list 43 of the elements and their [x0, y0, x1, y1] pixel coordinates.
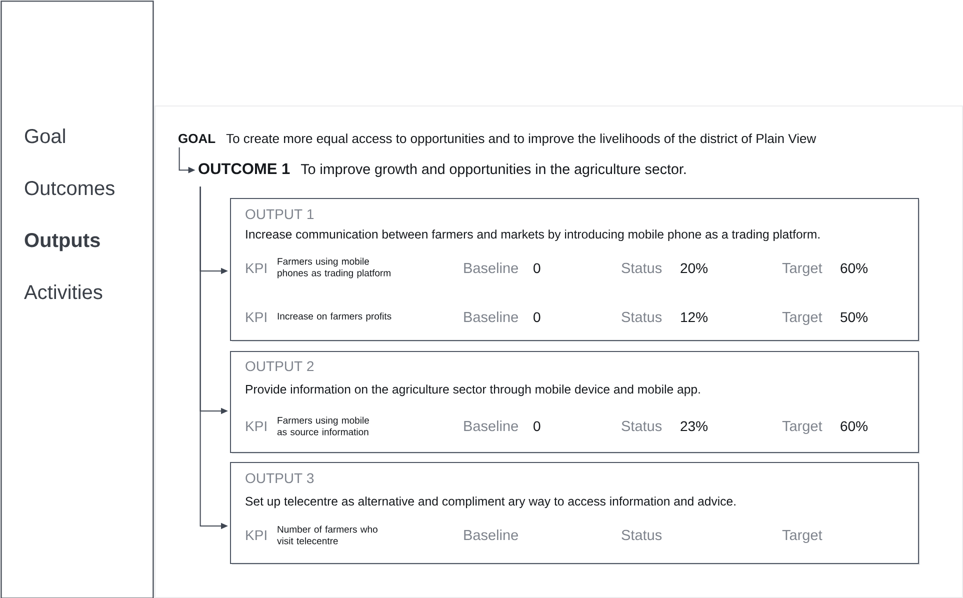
- field-value: 0: [534, 263, 540, 274]
- field-label: Baseline: [464, 420, 518, 432]
- kpi-description: Increase on farmers profits: [278, 312, 392, 322]
- field-value: 20%: [680, 263, 708, 274]
- menu-item: Activities: [24, 284, 102, 300]
- kpi-description: Farmers using mobile as source information: [277, 416, 369, 436]
- field-value: 23%: [680, 421, 708, 432]
- kpi-label: KPI: [246, 530, 266, 540]
- field-value: 60%: [840, 263, 868, 274]
- field-value: 60%: [840, 421, 868, 432]
- goal-statement: To create more equal access to opportunities and to improve the livelihoods of the district of Plain View: [226, 134, 816, 146]
- card-description: Set up telecentre as alternative and compliment ary way to access information and advice.: [246, 496, 736, 508]
- card-heading: OUTPUT 1: [246, 209, 314, 220]
- kpi-description: Farmers using mobile phones as trading platform: [278, 258, 390, 278]
- field-value: 0: [534, 421, 540, 432]
- field-value: 50%: [840, 312, 868, 322]
- field-value: 0: [534, 312, 540, 322]
- menu-item: Outputs: [24, 233, 100, 252]
- card-description: Increase communication between farmers and markets by introducing mobile phone as a trading platform.: [246, 230, 820, 242]
- field-label: Baseline: [464, 530, 518, 540]
- kpi-label: KPI: [246, 312, 266, 322]
- field-label: Target: [782, 312, 822, 326]
- field-label: Status: [622, 420, 662, 432]
- field-label: Target: [782, 530, 822, 544]
- goal-heading: GOAL: [178, 134, 216, 144]
- kpi-label: KPI: [246, 421, 266, 431]
- kpi-description: Number of farmers who visit telecentre: [277, 526, 378, 544]
- field-value: 12%: [681, 312, 708, 322]
- kpi-label: KPI: [246, 263, 266, 273]
- card-heading: OUTPUT 3: [246, 473, 314, 484]
- field-label: Baseline: [464, 262, 518, 274]
- field-label: Status: [622, 262, 662, 274]
- card-description: Provide information on the agriculture sector through mobile device and mobile app.: [246, 384, 700, 396]
- outcome-heading: OUTCOME 1: [198, 163, 290, 174]
- field-label: Status: [622, 312, 662, 322]
- outcome-statement: To improve growth and opportunities in the agriculture sector.: [300, 164, 686, 177]
- field-label: Target: [782, 421, 822, 434]
- field-label: Target: [782, 263, 822, 276]
- card-heading: OUTPUT 2: [246, 361, 314, 372]
- menu-item: Goal: [25, 128, 65, 144]
- field-label: Status: [622, 530, 662, 540]
- menu-item: Outcomes: [24, 181, 114, 196]
- field-label: Baseline: [464, 312, 518, 322]
